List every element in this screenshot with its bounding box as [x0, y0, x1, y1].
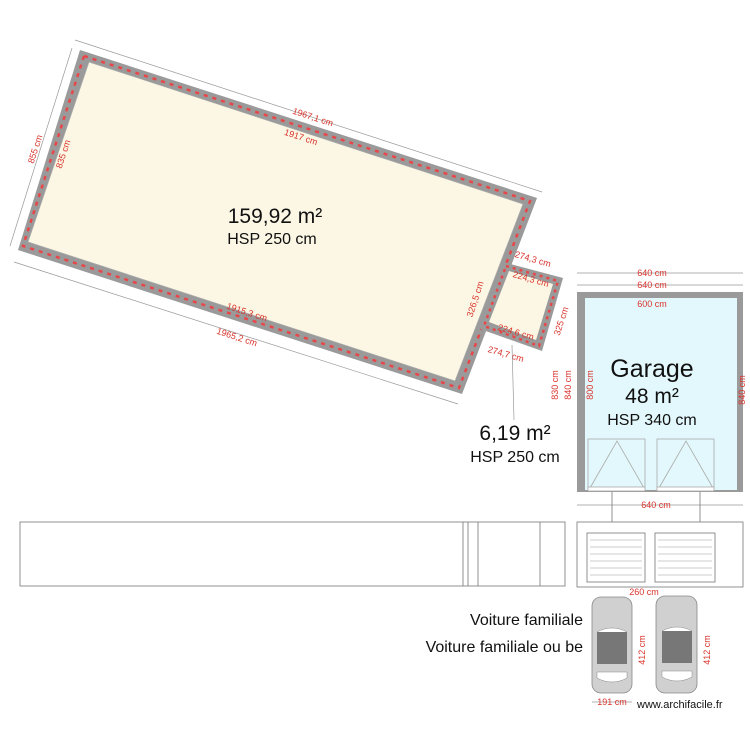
small-room-area: 6,19 m²: [479, 422, 550, 445]
car-1-label: Voiture familiale: [470, 612, 583, 629]
main-room-area: 159,92 m²: [228, 205, 323, 228]
garage-top-inner-dim: 600 cm: [637, 299, 667, 309]
main-room-hsp: HSP 250 cm: [227, 231, 317, 248]
small-room[interactable]: [480, 262, 563, 351]
garage-room[interactable]: [577, 272, 743, 506]
car-2-length-dim: 412 cm: [702, 635, 712, 665]
terrace-block: [19, 521, 566, 587]
small-bottom-outer-dim: 274,7 cm: [487, 344, 525, 364]
dimension-line: [13, 261, 459, 405]
garage-floor: [585, 298, 737, 490]
main-room[interactable]: [9, 39, 543, 405]
car-width-dim: 191 cm: [597, 697, 627, 707]
garage-left-outer2-dim: 830 cm: [550, 370, 560, 400]
driveway-block: [576, 492, 744, 588]
garage-left-outer-dim: 840 cm: [563, 370, 573, 400]
small-room-wall-dashes: [482, 264, 560, 348]
garage-top-outer2-dim: 640 cm: [637, 280, 667, 290]
dimension-line: [9, 47, 73, 247]
dimension-line: [74, 39, 543, 193]
main-left-outer-dim: 855 cm: [26, 133, 45, 164]
small-top-outer-dim: 274,3 cm: [514, 249, 552, 269]
car-1-length-dim: 412 cm: [637, 635, 647, 665]
garage-doors: [587, 438, 715, 492]
main-bottom-outer-dim: 1965,2 cm: [215, 326, 258, 348]
garage-area: 48 m²: [625, 385, 679, 408]
small-room-floor: [489, 271, 553, 340]
garage-bottom-dim: 640 cm: [641, 500, 671, 510]
car-gap-dim: 260 cm: [629, 587, 659, 597]
small-room-hsp: HSP 250 cm: [470, 449, 560, 466]
small-room-label-leader: [511, 344, 515, 421]
car-2-label: Voiture familiale ou be: [426, 639, 584, 656]
garage-left-inner-dim: 800 cm: [585, 370, 595, 400]
main-room-wall-dashes: [21, 54, 532, 390]
garage-right-dim: 840 cm: [737, 375, 747, 405]
small-right-outer-dim: 325 cm: [552, 305, 571, 336]
watermark: www.archifacile.fr: [636, 699, 723, 711]
car-1[interactable]: [591, 596, 633, 694]
garage-name: Garage: [610, 355, 693, 383]
garage-top-outer-dim: 640 cm: [637, 268, 667, 278]
car-2[interactable]: [655, 595, 698, 694]
main-room-floor: [27, 61, 524, 382]
garage-hsp: HSP 340 cm: [607, 412, 697, 429]
